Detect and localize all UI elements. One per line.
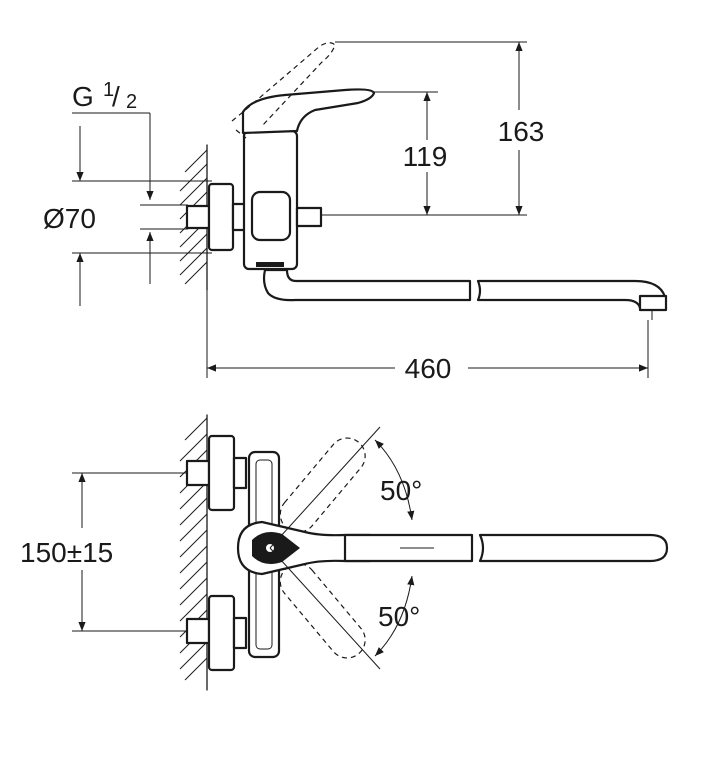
thread-denominator: 2 [126,91,137,113]
lever-cap [252,532,300,564]
rosette [207,182,235,252]
upper-eccentric [232,456,248,490]
lever-right-position [279,563,366,659]
upper-rosette [207,434,236,512]
side-nut [295,206,323,228]
spout-far [476,279,667,310]
dim-centers: 150±15 [20,537,113,568]
lever [241,88,376,135]
lower-rosette [207,594,236,672]
dim-angle-top: 50° [380,475,422,506]
thread-slash: / [112,81,120,112]
thread-letter: G [72,81,94,112]
dim-diameter: Ø70 [43,203,96,234]
spout-near [262,268,472,302]
top-view: 50° 50° 150±15 [20,414,669,691]
body-ring [256,262,284,267]
thread-numerator: 1 [103,79,114,101]
dim-height-spout: 119 [403,141,448,172]
lever-left-position [279,437,366,533]
upper-wall-nut [185,459,211,487]
lower-eccentric [232,616,248,650]
lever-raised-outline [231,42,336,127]
dim-spout-length: 460 [405,353,452,384]
lower-wall-nut [185,617,211,645]
spout-top-far [478,533,669,563]
dim-height-lever: 163 [498,116,545,147]
side-view: 163 119 460 G 1 / 2 Ø70 [43,41,668,384]
dim-angle-bottom: 50° [378,601,420,632]
body-connector [250,190,292,242]
wall-connection-nut [185,204,211,230]
aerator [638,294,668,312]
